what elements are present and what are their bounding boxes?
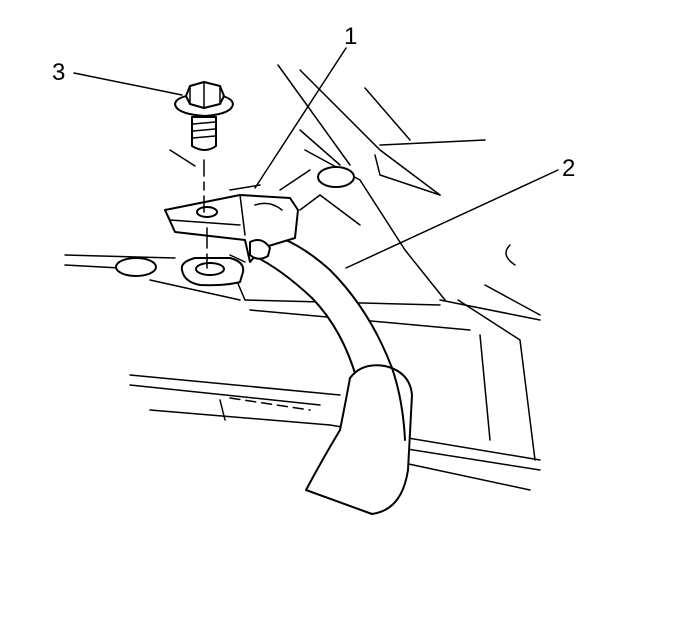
callout-label-2: 2	[562, 155, 575, 182]
bracket	[164, 184, 299, 263]
cable	[251, 231, 413, 515]
mounting-boss	[180, 254, 246, 287]
callout-label-3: 3	[52, 59, 65, 86]
callout-3: 3	[52, 59, 183, 96]
upper-structure	[277, 64, 541, 461]
callout-label-1: 1	[344, 23, 357, 50]
callout-1: 1	[254, 23, 357, 189]
callout-2: 2	[345, 155, 575, 269]
bolt	[169, 81, 234, 269]
